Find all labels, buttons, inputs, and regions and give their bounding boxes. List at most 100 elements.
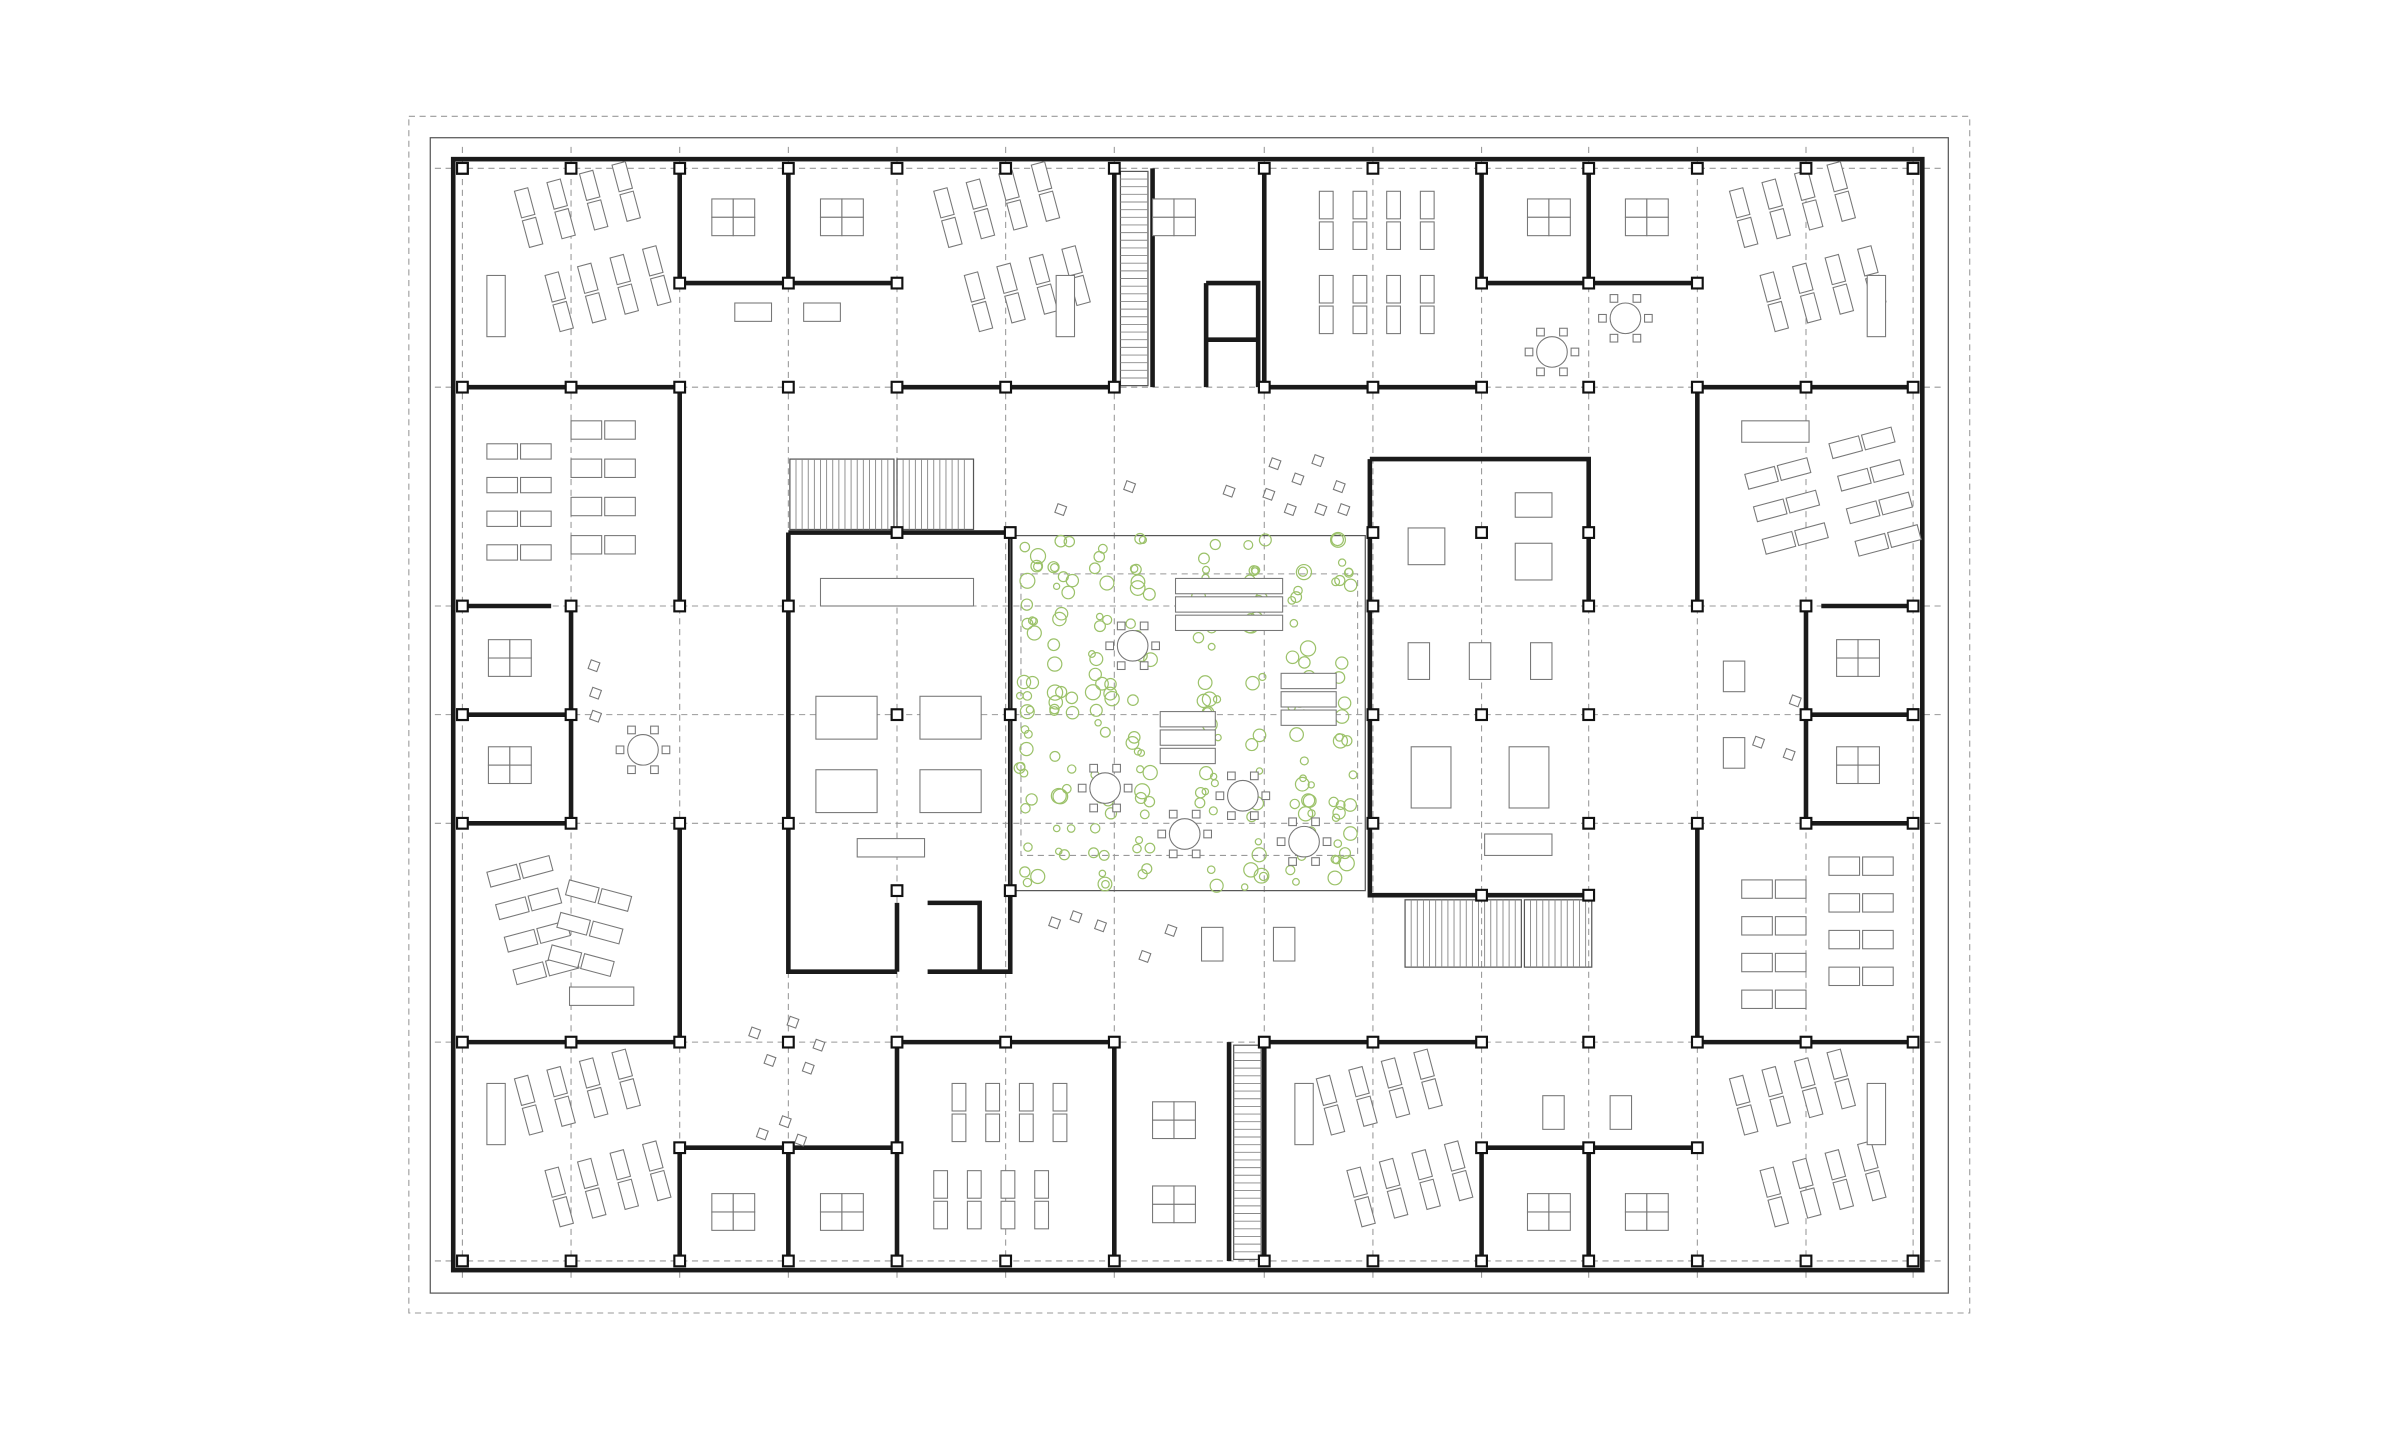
tree-icon <box>1330 533 1345 547</box>
column-icon <box>1366 1035 1380 1049</box>
desk-group <box>1866 1082 1887 1146</box>
column-icon <box>1906 380 1920 394</box>
tree-icon <box>1022 691 1033 701</box>
column-icon <box>1582 380 1596 394</box>
column-icon <box>1799 1035 1813 1049</box>
desk-icon <box>996 262 1018 295</box>
desk-icon <box>1767 300 1790 333</box>
chair-icon <box>1138 949 1152 963</box>
tree-icon <box>1065 691 1079 705</box>
desk-icon <box>1514 492 1553 518</box>
round-table-icon <box>1609 302 1642 335</box>
chair-icon <box>1570 347 1580 357</box>
desk-group <box>1318 190 1435 250</box>
tree-icon <box>1343 567 1354 578</box>
tree-icon <box>1063 535 1076 548</box>
desk-icon <box>1174 577 1284 595</box>
desk-icon <box>933 1200 949 1230</box>
desk-group <box>1836 639 1880 677</box>
tree-icon <box>1348 770 1358 780</box>
tree-icon <box>1243 539 1254 551</box>
desk-icon <box>1785 489 1821 514</box>
column-icon <box>1366 526 1380 539</box>
column-icon <box>673 816 687 830</box>
desk-icon <box>1419 1178 1441 1211</box>
tree-icon <box>1015 691 1024 700</box>
desk-icon <box>965 178 988 210</box>
desk-icon <box>1736 1104 1759 1136</box>
tree-icon <box>1054 534 1068 548</box>
column-icon <box>1582 708 1596 722</box>
column-icon <box>455 1254 469 1268</box>
desk-icon <box>819 216 843 237</box>
desk-icon <box>1837 467 1872 492</box>
desk-icon <box>1152 1203 1175 1224</box>
desk-icon <box>815 769 878 814</box>
tree-icon <box>1331 577 1341 587</box>
desk-group <box>486 274 506 338</box>
column-icon <box>1906 708 1920 722</box>
column-icon <box>1582 1141 1596 1155</box>
desk-icon <box>734 302 773 322</box>
desk-icon <box>1836 639 1859 659</box>
desk-icon <box>1318 221 1334 250</box>
tree-icon <box>1132 843 1142 854</box>
desk-icon <box>486 544 519 561</box>
desk-icon <box>732 216 756 237</box>
desk-icon <box>803 302 841 322</box>
desk-icon <box>841 198 864 218</box>
desk-icon <box>1028 253 1051 286</box>
round-table-icon <box>627 734 659 766</box>
desk-icon <box>1774 916 1807 936</box>
column-icon <box>890 161 904 175</box>
desk-icon <box>1352 305 1368 335</box>
tree-icon <box>1087 650 1096 658</box>
desk-group <box>1728 1048 1857 1136</box>
tree-icon <box>1297 566 1309 577</box>
tree-icon <box>1095 676 1109 691</box>
tree-icon <box>1343 798 1358 812</box>
desk-group <box>1346 1140 1474 1228</box>
desk-icon <box>971 300 994 333</box>
desk-group <box>1407 642 1553 680</box>
desk-group <box>1526 198 1571 237</box>
desk-icon <box>1346 1166 1368 1198</box>
column-icon <box>1690 1141 1704 1155</box>
tree-icon <box>1099 726 1111 738</box>
column-icon <box>999 1035 1013 1049</box>
desk-icon <box>1860 426 1896 451</box>
desk-icon <box>1159 747 1216 765</box>
desk-icon <box>1272 926 1296 962</box>
chair-icon <box>1609 333 1619 343</box>
desk-icon <box>951 1113 967 1143</box>
column-icon <box>781 1141 795 1155</box>
round-table-icon <box>1168 818 1201 850</box>
tree-icon <box>1245 738 1259 752</box>
tree-icon <box>1199 766 1214 781</box>
column-icon <box>1107 161 1121 175</box>
desk-group <box>711 1193 756 1231</box>
chair-icon <box>1632 333 1642 343</box>
desk-icon <box>966 1200 982 1230</box>
desk-group <box>1526 1193 1571 1231</box>
column-icon <box>1690 1254 1704 1268</box>
tree-icon <box>1329 531 1347 548</box>
column-icon <box>1257 1035 1271 1049</box>
desk-group <box>1159 711 1216 765</box>
desk-group <box>1542 1095 1565 1130</box>
column-icon <box>1906 161 1920 175</box>
column-icon <box>1366 380 1380 394</box>
tree-icon <box>1293 585 1303 596</box>
desk-icon <box>963 271 986 303</box>
column-icon <box>1799 1254 1813 1268</box>
desk-icon <box>597 887 633 912</box>
chair-icon <box>1311 817 1320 827</box>
desk-icon <box>513 1074 536 1107</box>
tree-icon <box>1048 695 1064 710</box>
tree-icon <box>1337 558 1347 567</box>
desk-group <box>487 639 532 677</box>
tree-icon <box>1055 685 1068 699</box>
column-icon <box>890 1141 904 1155</box>
column-icon <box>1107 1254 1121 1268</box>
